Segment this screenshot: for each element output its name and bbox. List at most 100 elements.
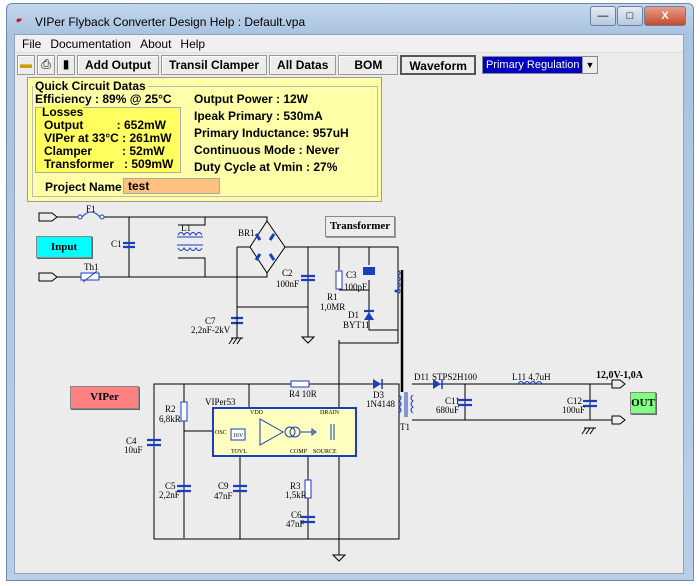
efficiency: Efficiency : 89% @ 25°C	[35, 92, 172, 106]
resistor-r1: R11,0MR	[320, 270, 345, 312]
loss-clamper: Clamper : 52mW	[44, 144, 165, 158]
bridge-rectifier-br1: BR1	[238, 220, 286, 274]
print-icon[interactable]: ⎙	[37, 55, 55, 75]
svg-text:C7: C7	[205, 316, 216, 326]
svg-text:C2: C2	[282, 268, 293, 278]
svg-text:1,0MR: 1,0MR	[320, 302, 345, 312]
menu-about[interactable]: About	[140, 37, 172, 51]
minimize-button[interactable]: —	[590, 6, 616, 26]
svg-text:R4 10R: R4 10R	[289, 389, 317, 399]
bom-button[interactable]: BOM	[338, 55, 399, 75]
losses-title: Losses	[42, 105, 84, 119]
svg-text:C4: C4	[126, 436, 137, 446]
svg-text:STPS2H100: STPS2H100	[432, 372, 478, 382]
waveform-button[interactable]: Waveform	[400, 55, 476, 75]
svg-text:D11: D11	[414, 372, 429, 382]
loss-transformer: Transformer : 509mW	[44, 157, 174, 171]
app-logo: 𝓋	[16, 14, 21, 25]
menu-file[interactable]: File	[22, 37, 42, 51]
wires	[57, 216, 612, 555]
regulation-value: Primary Regulation	[485, 59, 580, 71]
quick-title: Quick Circuit Datas	[35, 79, 146, 93]
svg-text:100uF: 100uF	[562, 405, 585, 415]
svg-text:10uF: 10uF	[124, 445, 143, 455]
svg-text:VIPer53: VIPer53	[205, 397, 236, 407]
svg-text:T1: T1	[400, 422, 410, 432]
losses-box: Losses Output : 652mW VIPer at 33°C : 26…	[35, 105, 181, 173]
window-title: VIPer Flyback Converter Design Help : De…	[35, 15, 306, 29]
resistor-r3: R31,5kR	[285, 479, 312, 500]
svg-text:C12: C12	[567, 396, 582, 406]
maximize-button[interactable]: □	[617, 6, 643, 26]
loss-viper: VIPer at 33°C : 261mW	[44, 131, 172, 145]
input-button[interactable]: Input	[36, 236, 92, 258]
transformer-primary-winding	[394, 269, 401, 295]
svg-text:R3: R3	[290, 481, 301, 491]
svg-text:1N4148: 1N4148	[366, 399, 395, 409]
out-button[interactable]: OUT	[630, 392, 656, 414]
continuous-mode: Continuous Mode : Never	[194, 143, 340, 157]
svg-text:L1: L1	[181, 223, 191, 233]
thermistor-th1: Th1	[80, 262, 100, 283]
transformer-button[interactable]: Transformer	[325, 216, 395, 237]
svg-text:2,2nF: 2,2nF	[159, 490, 180, 500]
all-datas-button[interactable]: All Datas	[269, 55, 337, 75]
svg-text:COMP: COMP	[290, 449, 308, 455]
input-terminals[interactable]	[38, 212, 58, 282]
svg-text:SOURCE: SOURCE	[313, 449, 337, 455]
close-button[interactable]: X	[644, 6, 686, 26]
svg-text:C5: C5	[165, 481, 176, 491]
add-output-button[interactable]: Add Output	[77, 55, 159, 75]
output-voltage-label: 12,0V-1,0A	[596, 370, 644, 381]
toolbar: ▬ ⎙ ▮ Add Output Transil Clamper All Dat…	[17, 55, 598, 75]
transformer-t1: T1	[398, 392, 414, 432]
svg-text:R1: R1	[327, 292, 338, 302]
svg-text:47nF: 47nF	[286, 519, 305, 529]
fuse-f1: F1	[77, 204, 105, 220]
viper-button[interactable]: VIPer	[70, 386, 139, 409]
svg-text:TOVL: TOVL	[231, 449, 247, 455]
save-icon[interactable]: ▮	[57, 55, 75, 75]
project-name-input[interactable]: test	[123, 178, 220, 194]
client-area: File Documentation About Help ▬ ⎙ ▮ Add …	[14, 34, 684, 574]
loss-output: Output : 652mW	[44, 118, 167, 132]
svg-text:100nF: 100nF	[276, 279, 299, 289]
resistor-r2: R26,8kR	[159, 401, 188, 424]
primary-inductance: Primary Inductance: 957uH	[194, 126, 349, 140]
svg-text:L11 4,7uH: L11 4,7uH	[512, 372, 551, 382]
regulation-select[interactable]: Primary Regulation▼	[481, 56, 598, 74]
svg-text:OSC: OSC	[215, 430, 227, 436]
menu-help[interactable]: Help	[180, 37, 206, 51]
menu-documentation[interactable]: Documentation	[50, 37, 132, 51]
transil-clamper-button[interactable]: Transil Clamper	[160, 55, 268, 75]
ipeak-primary: Ipeak Primary : 530mA	[194, 109, 323, 123]
svg-text:C1: C1	[111, 239, 122, 249]
svg-text:BR1: BR1	[238, 228, 255, 238]
svg-text:100pF: 100pF	[344, 282, 367, 292]
svg-text:C6: C6	[291, 510, 302, 520]
svg-text:2,2nF-2kV: 2,2nF-2kV	[191, 325, 231, 335]
menu-bar: File Documentation About Help	[15, 35, 683, 53]
chevron-down-icon[interactable]: ▼	[581, 57, 597, 73]
svg-text:D3: D3	[373, 390, 384, 400]
capacitor-c1: C1	[111, 239, 135, 249]
svg-text:6,8kR: 6,8kR	[159, 414, 181, 424]
svg-text:BYT11: BYT11	[343, 320, 370, 330]
svg-text:VDD: VDD	[250, 410, 264, 416]
quick-circuit-panel: Quick Circuit Datas Efficiency : 89% @ 2…	[27, 77, 382, 202]
svg-text:DRAIN: DRAIN	[320, 410, 340, 416]
output-terminals[interactable]	[611, 379, 626, 425]
inductor-l11: L11 4,7uH	[512, 372, 551, 385]
capacitor-c7: C72,2nF-2kV	[191, 307, 243, 338]
svg-text:C9: C9	[218, 481, 229, 491]
svg-text:680uF: 680uF	[436, 405, 459, 415]
open-folder-icon[interactable]: ▬	[17, 55, 35, 75]
